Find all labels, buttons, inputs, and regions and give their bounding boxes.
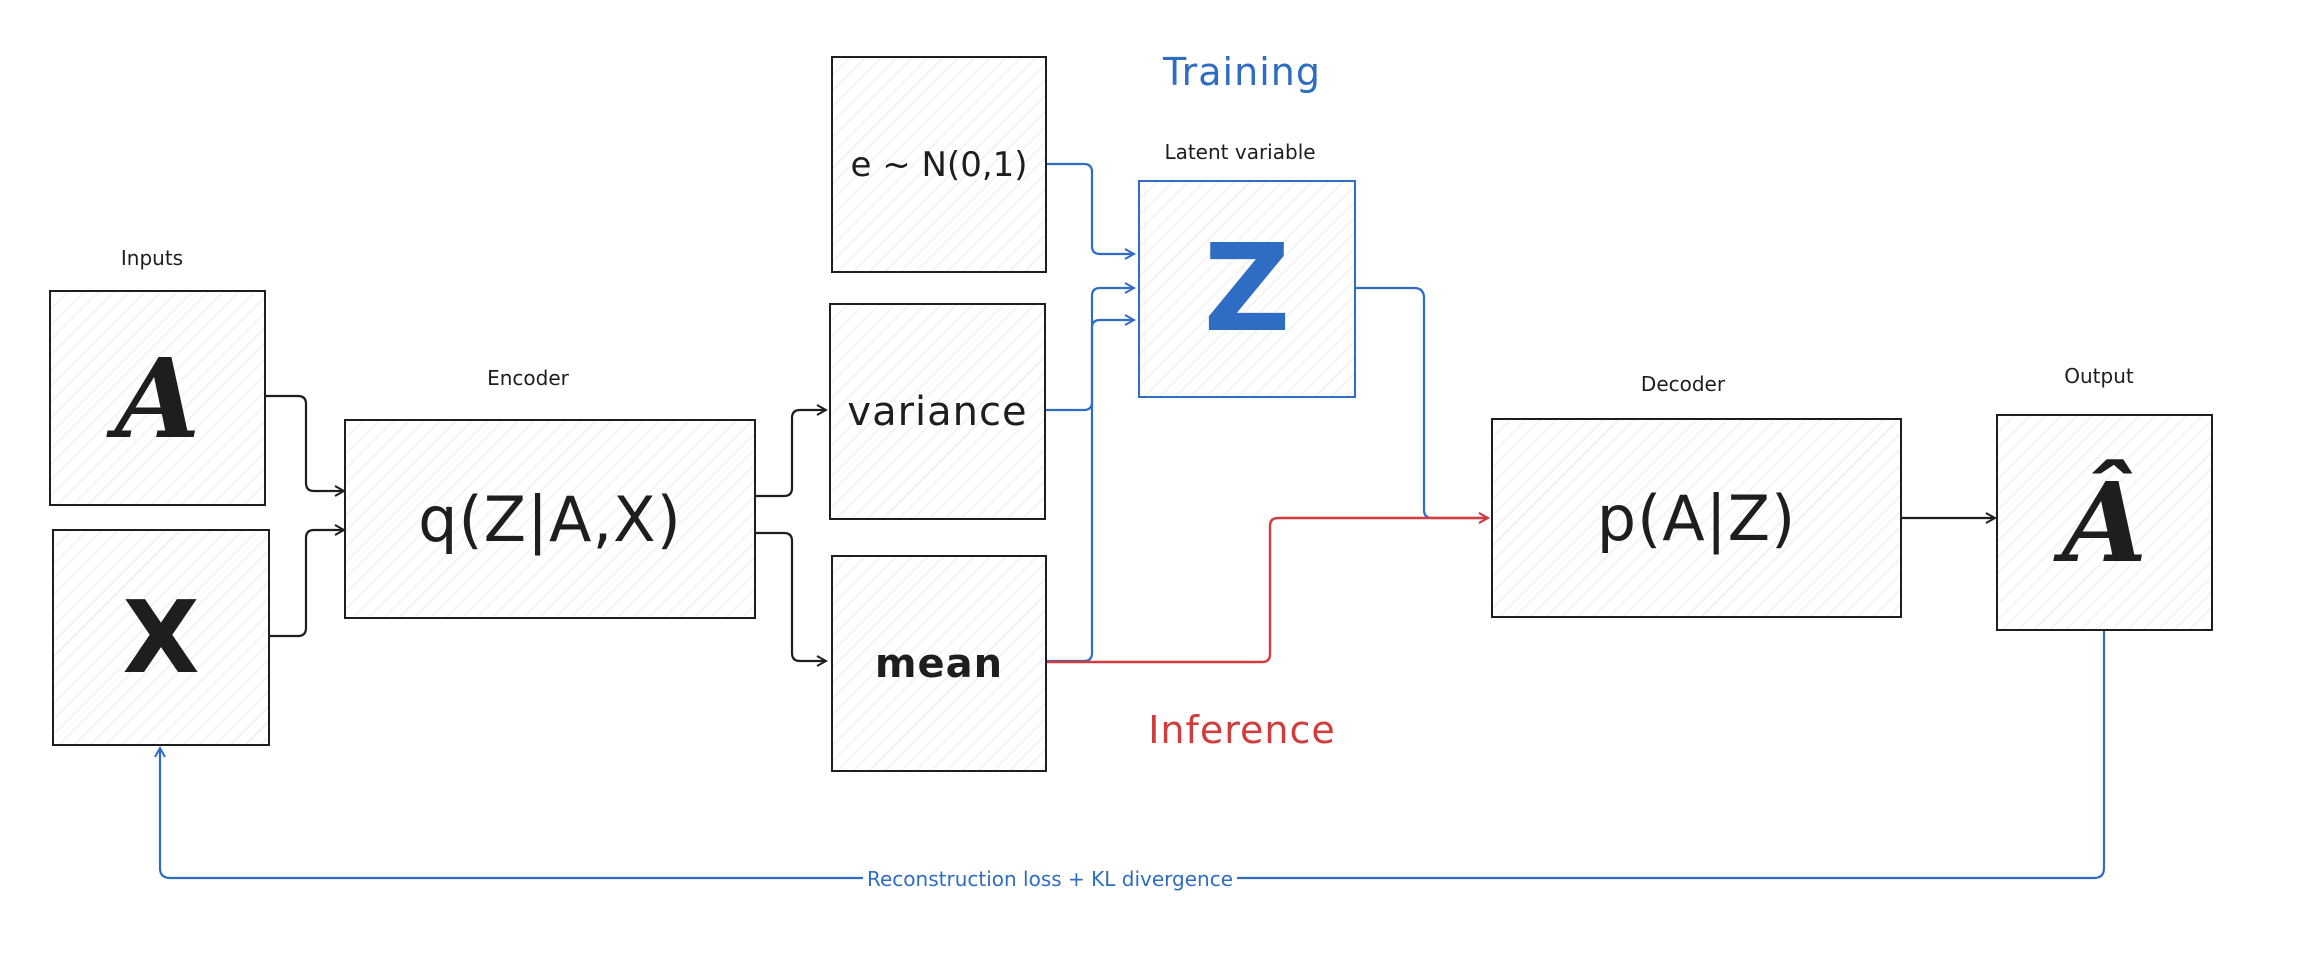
noise-formula: e ~ N(0,1) (850, 144, 1028, 185)
encoder-caption: Encoder (487, 366, 569, 390)
input-a-symbol: A (114, 333, 201, 463)
arrow-encoder-to-mean (756, 531, 826, 661)
decoder-formula: p(A|Z) (1596, 481, 1797, 555)
encoder-box: q(Z|A,X) (344, 419, 756, 619)
variance-label: variance (847, 388, 1028, 435)
noise-box: e ~ N(0,1) (831, 56, 1047, 273)
output-box: Â (1996, 414, 2213, 631)
arrow-latent-to-decoder (1356, 286, 1488, 518)
encoder-formula: q(Z|A,X) (418, 482, 682, 556)
arrow-a-to-encoder (266, 394, 344, 491)
arrow-loss-feedback (160, 626, 2106, 880)
mean-label: mean (874, 640, 1004, 687)
input-a-box: A (49, 290, 266, 506)
latent-caption: Latent variable (1164, 140, 1316, 164)
latent-z-symbol: Z (1203, 219, 1291, 359)
arrow-noise-to-latent (1046, 162, 1134, 254)
output-a-hat-symbol: Â (2061, 458, 2148, 587)
arrow-x-to-encoder (270, 530, 344, 638)
training-title: Training (1163, 50, 1321, 94)
variance-box: variance (829, 303, 1046, 520)
mean-box: mean (831, 555, 1047, 772)
input-x-box: X (52, 529, 270, 746)
loss-label: Reconstruction loss + KL divergence (863, 867, 1237, 891)
inference-title: Inference (1148, 708, 1336, 752)
arrow-mean-to-decoder-inference (1046, 518, 1488, 664)
input-x-symbol: X (122, 579, 200, 696)
arrow-mean-to-latent (1046, 320, 1134, 663)
output-caption: Output (2064, 364, 2134, 388)
arrow-encoder-to-variance (756, 410, 826, 498)
decoder-caption: Decoder (1640, 372, 1726, 396)
inputs-caption: Inputs (120, 246, 184, 270)
latent-z-box: Z (1138, 180, 1356, 398)
arrow-variance-to-latent (1046, 288, 1134, 412)
decoder-box: p(A|Z) (1491, 418, 1902, 618)
